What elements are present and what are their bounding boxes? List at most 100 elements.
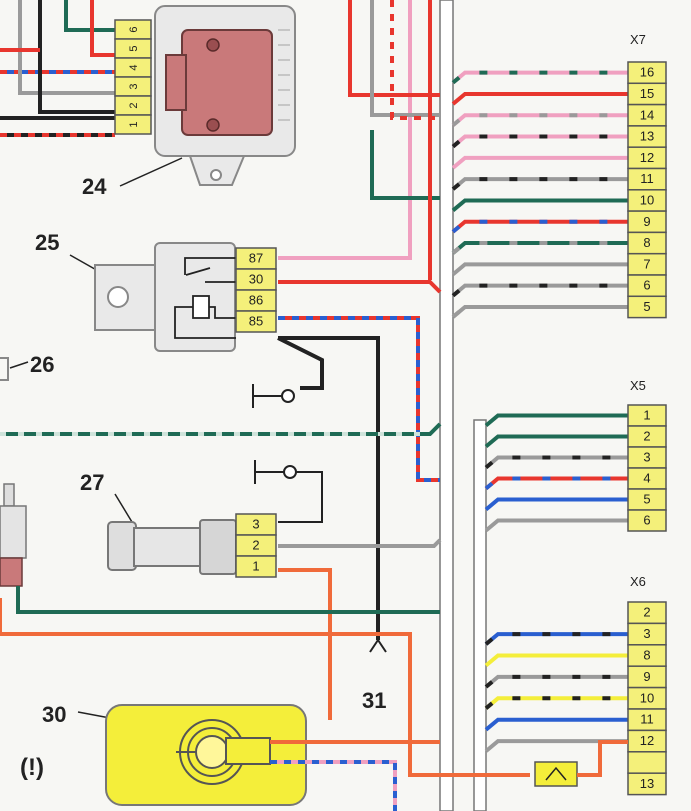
x6-pin-box (627, 772, 667, 796)
x6-pin-label: 13 (640, 776, 654, 791)
label-30: 30 (42, 702, 66, 727)
sensor27-pin-label: 2 (252, 538, 259, 553)
x7-pin-label: 6 (643, 278, 650, 293)
sensor27-pin-label: 3 (252, 517, 259, 532)
wire (484, 653, 628, 668)
x5-pin-label: 2 (643, 429, 650, 444)
x5-pin-label: 6 (643, 513, 650, 528)
green-signal-wire (0, 422, 442, 436)
x7-pin-label: 8 (643, 235, 650, 250)
sensor27-connector: 3 2 1 (235, 513, 277, 578)
wire-stripe (451, 70, 628, 85)
ignition-module-24: 6 5 4 3 2 1 2 4 (82, 5, 296, 199)
wire-stripe (484, 632, 628, 646)
x6-wires (484, 632, 628, 753)
module24-pin-label: 6 (128, 26, 140, 32)
wire (484, 717, 628, 732)
wire-stripe (451, 113, 628, 127)
relay-wires (277, 0, 442, 640)
wire (484, 413, 628, 428)
x5-pin-box (627, 509, 667, 532)
module24-pin-label: 3 (128, 83, 140, 89)
x6-pin-box (627, 751, 667, 774)
relay25-pin-label: 87 (249, 251, 263, 266)
x5-pin-label: 3 (643, 450, 650, 465)
module24-pin-box (114, 114, 152, 135)
wire-stripe (451, 304, 628, 319)
x5-pin-label: 1 (643, 408, 650, 423)
wire-stripe (451, 283, 628, 298)
x7-pin-label: 14 (640, 107, 654, 122)
ground-switch-upper (252, 384, 295, 408)
wire-stripe (451, 241, 628, 255)
x7-pin-label: 9 (643, 214, 650, 229)
x7-title: X7 (630, 32, 646, 47)
wire (484, 434, 628, 449)
component-30: 30 (!) (20, 702, 307, 806)
x6-pin-label: 8 (643, 648, 650, 663)
wire (451, 262, 628, 276)
label-31: 31 (362, 688, 386, 713)
x5-pin-label: 4 (643, 471, 650, 486)
top-harness-wires (348, 0, 440, 280)
x6-title: X6 (630, 574, 646, 589)
relay25-connector: 87 30 86 85 (235, 247, 277, 333)
wire-stripe (484, 476, 628, 491)
x7-wires (451, 70, 628, 319)
component30-wires (270, 740, 440, 811)
diode-element (534, 740, 628, 787)
spark-plug (0, 483, 27, 587)
x6-pin-label: 12 (640, 733, 654, 748)
wire (451, 198, 628, 212)
x6-pin-label: 3 (643, 626, 650, 641)
relay-25: 25 87 30 86 85 (35, 230, 277, 352)
x6-pin-label: 2 (643, 605, 650, 620)
module24-connector: 6 5 4 3 2 1 (114, 19, 152, 135)
ground-31: 31 (362, 638, 387, 713)
x7-pin-label: 15 (640, 86, 654, 101)
sensor27-pin-label: 1 (252, 559, 259, 574)
wire-stripe (484, 455, 628, 470)
x7-pin-label: 13 (640, 129, 654, 144)
x7-pin-label: 12 (640, 150, 654, 165)
x7-pin-box (627, 295, 667, 319)
connector-x6: 2 3 8 9 10 11 12 13 X6 (627, 574, 667, 796)
module24-pin-label: 1 (128, 121, 140, 127)
module24-pin-label: 2 (128, 102, 140, 108)
x7-pin-label: 10 (640, 192, 654, 207)
relay25-pin-label: 86 (249, 293, 263, 308)
x6-pin-label: 9 (643, 669, 650, 684)
wire (484, 497, 628, 512)
wire (451, 155, 628, 170)
wire-stripe (484, 696, 628, 710)
wire (451, 91, 628, 106)
label-27: 27 (80, 470, 104, 495)
wire (484, 518, 628, 533)
x6-pin-label: 11 (640, 712, 654, 727)
wire-stripe (451, 134, 628, 149)
x6-pin-label: 10 (640, 690, 654, 705)
module24-pin-label: 4 (128, 64, 140, 70)
relay25-pin-label: 85 (249, 314, 263, 329)
module24-pin-label: 5 (128, 45, 140, 51)
relay25-pin-label: 30 (249, 272, 263, 287)
x7-pin-label: 5 (643, 299, 650, 314)
sensor27-wires (278, 538, 442, 720)
wire-stripe (451, 177, 628, 191)
x7-pin-label: 7 (643, 256, 650, 271)
wire-stripe (484, 674, 628, 689)
ground-switch-lower (254, 460, 323, 523)
label-26: 26 (30, 352, 54, 377)
wire (484, 739, 628, 753)
x7-pin-label: 16 (640, 65, 654, 80)
harness-trunk (439, 0, 487, 811)
x5-title: X5 (630, 378, 646, 393)
relay25-pin-box (235, 310, 277, 333)
module24-wires (0, 0, 115, 137)
label-25: 25 (35, 230, 59, 255)
x5-wires (484, 413, 628, 533)
warning-symbol: (!) (20, 754, 44, 781)
